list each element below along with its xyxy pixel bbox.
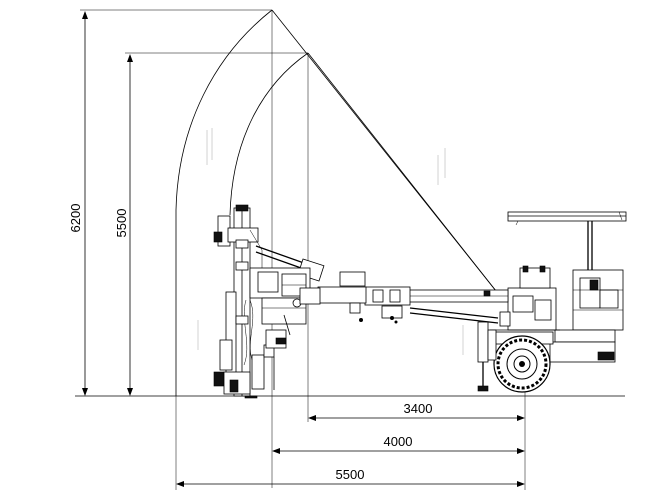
dimension-label-6200: 6200 [68,204,83,233]
dimension-reach-4000: 4000 [272,434,525,454]
dimension-reach-5500: 5500 [175,350,526,490]
dimension-label-4000: 4000 [384,434,413,449]
faint-annotation-marks [197,128,464,355]
dimension-reach-3400: 3400 [308,401,525,421]
boom-sweep-arcs [175,9,501,488]
stabilizer-leg [477,321,497,392]
dimension-label-3400: 3400 [404,401,433,416]
dimension-label-5500-horizontal: 5500 [336,467,365,482]
dimension-label-5500-vertical: 5500 [114,209,129,238]
drilling-rig-side-view-icon [213,204,627,399]
drill-mast [213,204,325,399]
dimension-height-total: 6200 [68,9,272,396]
canopy-icon [507,211,627,272]
wheel-icon [493,335,551,393]
dimension-height-inner: 5500 [114,52,308,396]
main-boom [317,271,511,327]
chassis [490,265,560,345]
power-pack [549,269,624,363]
